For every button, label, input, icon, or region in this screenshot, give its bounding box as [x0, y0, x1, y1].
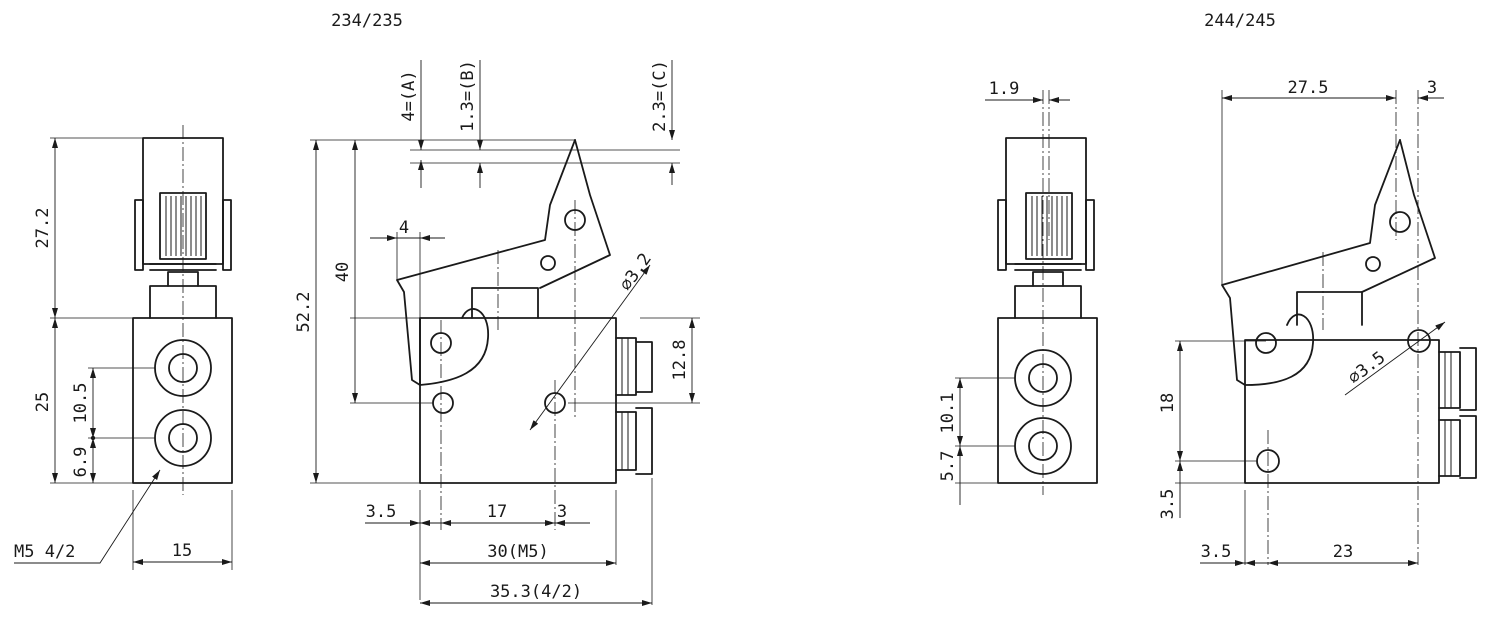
roller-knurl-244: [1031, 196, 1068, 256]
lever-small-hole: [540, 255, 556, 271]
dim-1-9: 1.9: [989, 79, 1020, 99]
valve-body-side: [419, 317, 617, 484]
valve-body: [132, 317, 233, 484]
valve-body-side-244: [1244, 339, 1440, 484]
cap-side-left: [134, 199, 144, 271]
roller-hole-244: [1389, 211, 1411, 233]
stem-housing-244: [1014, 285, 1082, 319]
dim-pos-c: 2.3=(C): [650, 60, 670, 132]
body-hole-left: [432, 392, 454, 414]
dim-18: 18: [1158, 393, 1178, 413]
dim-12-8: 12.8: [670, 340, 690, 381]
dim-10-1: 10.1: [938, 393, 958, 434]
dim-3-5-left-244: 3.5: [1201, 542, 1232, 562]
dim-dia-3-2: ⌀3.2: [616, 250, 656, 295]
dim-6-9: 6.9: [71, 447, 91, 478]
lever-pivot: [419, 308, 489, 386]
view-side-234: 4=(A) 1.3=(B) 2.3=(C) 4 40 52.2 ⌀3.2 12.…: [294, 60, 700, 606]
dim-10-5: 10.5: [71, 383, 91, 424]
dim-3-5-bottom: 3.5: [1158, 489, 1178, 520]
roller-knurl: [165, 196, 202, 256]
dim-3-right: 3: [557, 502, 567, 522]
dim-17: 17: [487, 502, 507, 522]
dim-40: 40: [333, 262, 353, 282]
dim-4: 4: [399, 218, 409, 238]
body-hole-right-244: [1407, 329, 1431, 353]
cap-side-left-244: [997, 199, 1007, 271]
stem-lines-244: [1014, 263, 1082, 271]
view-side-244: 27.5 3 ⌀3.5 18 3.5 3.5 23: [1158, 78, 1477, 566]
dim-35-3: 35.3(4/2): [490, 582, 582, 602]
stem-244: [1032, 271, 1064, 287]
dim-3-5-left: 3.5: [366, 502, 397, 522]
cap-side-right: [222, 199, 232, 271]
fitting-ribs: [621, 338, 629, 470]
valve-body-244: [997, 317, 1098, 484]
dim-27-5: 27.5: [1288, 78, 1329, 98]
dim-5-7: 5.7: [938, 451, 958, 482]
roller-244: [1025, 192, 1073, 260]
dim-dia-3-5: ⌀3.5: [1345, 348, 1390, 389]
lever: [396, 139, 576, 386]
title-left: 234/235: [331, 11, 403, 31]
lever-244: [1221, 139, 1401, 386]
body-step-244: [1296, 291, 1363, 326]
dim-15: 15: [172, 541, 192, 561]
dim-52-2: 52.2: [294, 292, 314, 333]
lever-pivot-244: [1244, 313, 1314, 386]
stem: [167, 271, 199, 287]
dim-3-top: 3: [1427, 78, 1437, 98]
view-front-234: 27.2 25 10.5 6.9 15 M5 4/2: [14, 125, 233, 570]
lever-small-hole-244: [1365, 256, 1381, 272]
dim-30-m5: 30(M5): [487, 542, 548, 562]
fitting-ribs-244: [1444, 352, 1452, 476]
title-right: 244/245: [1204, 11, 1276, 31]
dim-27-2: 27.2: [33, 208, 53, 249]
pivot-hole-244: [1255, 332, 1277, 354]
thread-label: M5 4/2: [14, 542, 75, 562]
port-fittings: [615, 337, 653, 475]
dim-25: 25: [33, 392, 53, 412]
dim-23: 23: [1333, 542, 1353, 562]
cap-side-right-244: [1085, 199, 1095, 271]
dim-pos-a: 4=(A): [399, 70, 419, 121]
lever-edge-244: [1361, 139, 1436, 293]
view-front-244: 1.9 10.1 5.7: [938, 79, 1098, 505]
dim-pos-b: 1.3=(B): [458, 60, 478, 132]
port-fittings-244: [1438, 347, 1477, 479]
actuator-cap-244: [1005, 137, 1087, 265]
